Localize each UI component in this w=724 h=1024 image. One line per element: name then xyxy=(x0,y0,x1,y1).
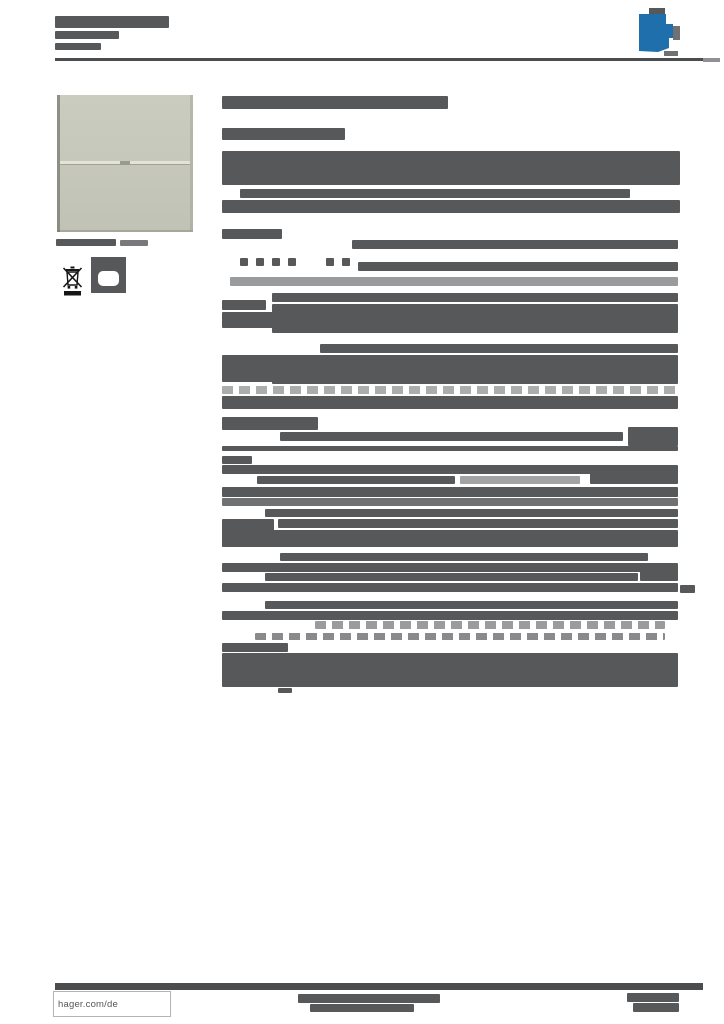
redacted-footer_center-bar xyxy=(310,1004,414,1012)
redacted-header-bar xyxy=(55,16,169,28)
product-photo xyxy=(57,95,193,232)
redacted-main-bar xyxy=(278,519,678,528)
redacted-main-bar xyxy=(222,312,274,328)
redacted-main-bar xyxy=(315,621,665,629)
redacted-main-bar xyxy=(240,189,630,198)
redacted-main-bar xyxy=(222,611,678,620)
hager-logo-icon xyxy=(639,8,680,56)
redacted-main-bar xyxy=(222,417,318,430)
redacted-main-bar xyxy=(222,96,448,109)
redacted-main-bar xyxy=(288,258,296,266)
redacted-main-bar xyxy=(590,471,678,484)
redacted-main-bar xyxy=(222,456,252,464)
redacted-main-bar xyxy=(272,293,678,302)
footer-rule xyxy=(55,983,703,990)
redacted-main-bar xyxy=(222,386,678,394)
redacted-caption-bar xyxy=(56,239,116,246)
redacted-main-bar xyxy=(222,643,288,652)
redacted-main-bar xyxy=(342,258,350,266)
redacted-main-bar xyxy=(222,151,680,185)
redacted-main-bar xyxy=(230,277,678,286)
redacted-main-bar xyxy=(280,432,623,441)
redacted-main-bar xyxy=(222,487,678,497)
redacted-main-bar xyxy=(265,573,638,581)
redacted-main-bar xyxy=(265,601,678,609)
redacted-main-bar xyxy=(320,344,678,353)
redacted-main-bar xyxy=(256,258,264,266)
website-box: hager.com/de xyxy=(53,991,171,1017)
redacted-caption-bar xyxy=(120,240,148,246)
redacted-main-bar xyxy=(280,553,648,561)
redacted-footer_center-bar xyxy=(298,994,440,1003)
redacted-main-bar xyxy=(358,262,678,271)
redacted-main-bar xyxy=(640,568,678,581)
header-rule xyxy=(55,58,703,61)
rocker-groove-center xyxy=(120,161,130,165)
rounded-frame-symbol-inner xyxy=(98,271,119,286)
redacted-main-bar xyxy=(272,258,280,266)
redacted-main-bar xyxy=(222,465,678,474)
redacted-footer_right-bar xyxy=(633,1003,679,1012)
redacted-main-bar xyxy=(272,304,678,333)
redacted-main-bar xyxy=(222,530,678,547)
redacted-main-bar xyxy=(272,375,678,384)
redacted-main-bar xyxy=(222,563,678,572)
redacted-main-bar xyxy=(255,633,665,640)
redacted-main-bar xyxy=(222,583,678,592)
redacted-main-bar xyxy=(222,653,678,687)
redacted-main-bar xyxy=(222,200,680,213)
redacted-header-bar xyxy=(55,31,119,39)
redacted-main-bar xyxy=(222,446,678,451)
redacted-main-bar xyxy=(257,476,455,484)
header-rule-stub xyxy=(703,58,720,62)
redacted-main-bar xyxy=(222,396,678,409)
redacted-main-bar xyxy=(680,585,695,593)
redacted-main-bar xyxy=(278,688,292,693)
redacted-header-bar xyxy=(55,43,101,50)
redacted-main-bar xyxy=(460,476,580,484)
redacted-main-bar xyxy=(352,240,678,249)
redacted-footer_right-bar xyxy=(627,993,679,1002)
rounded-frame-symbol-icon xyxy=(91,257,126,293)
redacted-main-bar xyxy=(628,427,678,446)
redacted-main-bar xyxy=(222,498,678,506)
redacted-main-bar xyxy=(222,229,282,239)
redacted-main-bar xyxy=(265,509,678,517)
redacted-main-bar xyxy=(222,300,266,310)
redacted-main-bar xyxy=(240,258,248,266)
weee-crossed-out-bin-icon xyxy=(60,262,85,297)
redacted-main-bar xyxy=(222,128,345,140)
redacted-main-bar xyxy=(326,258,334,266)
website-link[interactable]: hager.com/de xyxy=(58,998,118,1010)
